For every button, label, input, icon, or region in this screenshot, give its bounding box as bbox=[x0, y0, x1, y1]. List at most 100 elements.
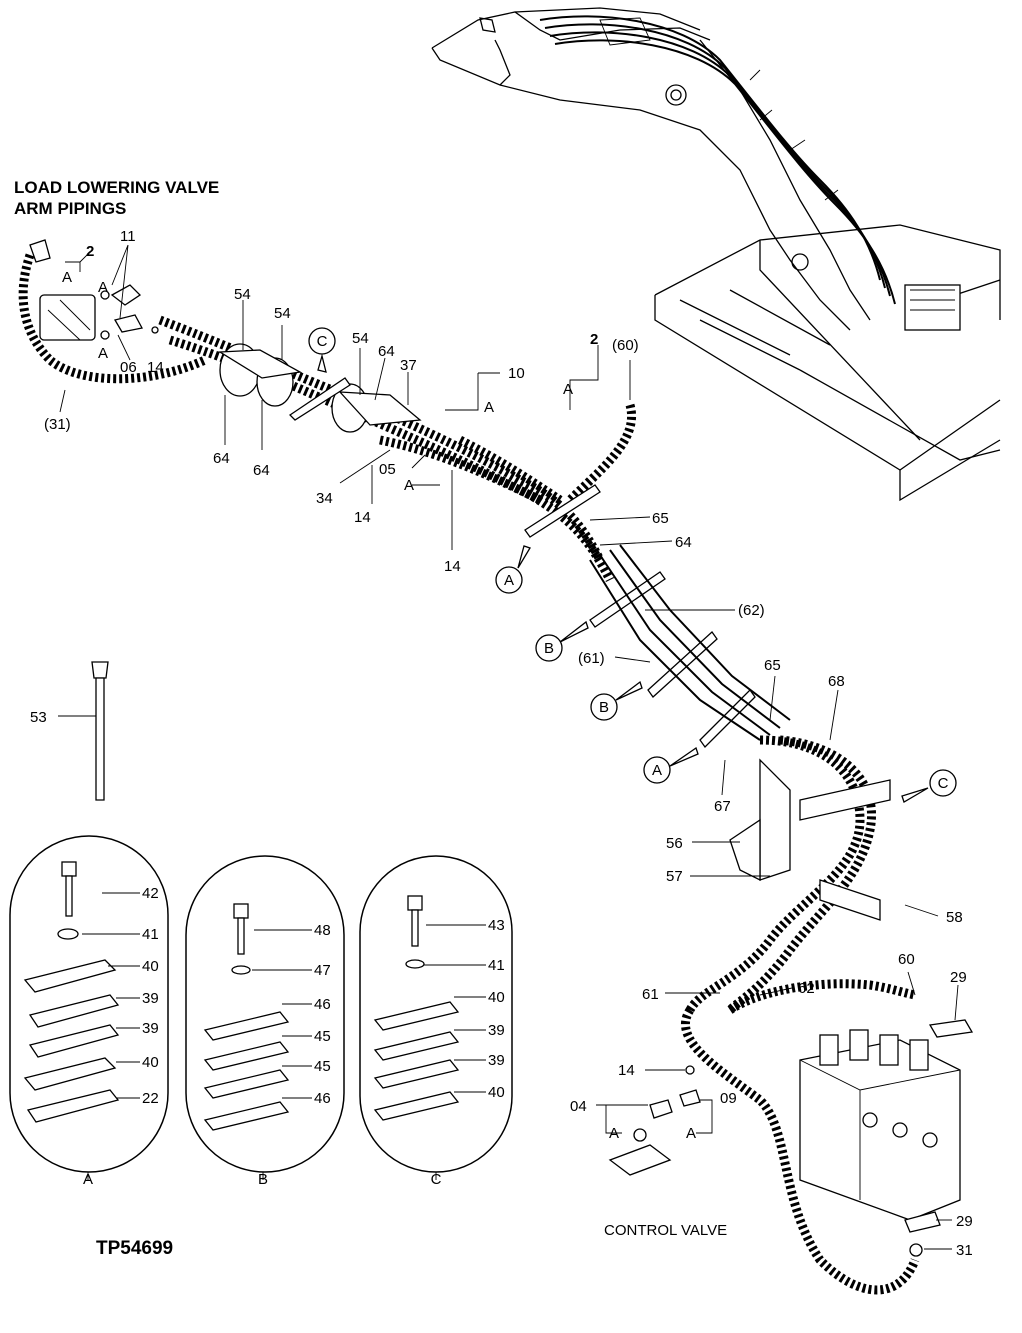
set-C-part: 43 bbox=[488, 917, 505, 934]
set-A-part: 39 bbox=[142, 1020, 159, 1037]
circle-ref-label: C bbox=[317, 333, 328, 350]
circle-ref-B-lower: B bbox=[590, 693, 618, 721]
circle-ref-label: B bbox=[544, 640, 554, 657]
control-valve-label: CONTROL VALVE bbox=[604, 1222, 727, 1239]
set-A-part: 40 bbox=[142, 1054, 159, 1071]
callouts: 2 11 A A A 06 14 (31) 54 54 54 64 37 64 … bbox=[30, 228, 973, 1259]
circle-ref-label: C bbox=[938, 775, 949, 792]
set-B-part: 45 bbox=[314, 1028, 331, 1045]
callout-60-paren: (60) bbox=[612, 337, 639, 354]
leader-lines bbox=[58, 244, 959, 1250]
set-A-name: A bbox=[83, 1171, 93, 1188]
set-A-part: 39 bbox=[142, 990, 159, 1007]
callout-68: 68 bbox=[828, 673, 845, 690]
callout-65-low: 65 bbox=[764, 657, 781, 674]
set-B-part: 47 bbox=[314, 962, 331, 979]
set-B-part: 46 bbox=[314, 996, 331, 1013]
callout-2-left: 2 bbox=[86, 243, 94, 260]
callout-10: 10 bbox=[508, 365, 525, 382]
callout-14-bottom: 14 bbox=[618, 1062, 635, 1079]
clamp-set-B-labels: 48 47 46 45 45 46 B bbox=[258, 922, 331, 1188]
clamp-set-A-labels: 42 41 40 39 39 40 22 A bbox=[83, 885, 159, 1188]
callout-A-lower: A bbox=[98, 345, 108, 362]
callout-64-a: 64 bbox=[213, 450, 230, 467]
diagram-title: LOAD LOWERING VALVE ARM PIPINGS bbox=[14, 177, 219, 220]
callout-04: 04 bbox=[570, 1098, 587, 1115]
cable-tie-53 bbox=[91, 661, 109, 801]
load-lowering-valve-group bbox=[18, 239, 207, 384]
callout-53: 53 bbox=[30, 709, 47, 726]
callout-11: 11 bbox=[120, 228, 136, 245]
callout-56: 56 bbox=[666, 835, 683, 852]
clamp-set-A-drawing bbox=[9, 835, 169, 1173]
callout-61: 61 bbox=[642, 986, 659, 1003]
circle-ref-label: A bbox=[652, 762, 662, 779]
set-A-part: 22 bbox=[142, 1090, 159, 1107]
callout-2-right: 2 bbox=[590, 331, 598, 348]
callout-A-2: A bbox=[563, 381, 573, 398]
callout-54-a: 54 bbox=[234, 286, 251, 303]
callout-64-right: 64 bbox=[675, 534, 692, 551]
callout-09: 09 bbox=[720, 1090, 737, 1107]
title-line-2: ARM PIPINGS bbox=[14, 199, 127, 219]
callout-14-left: 14 bbox=[147, 359, 164, 376]
circle-ref-label: A bbox=[504, 572, 514, 589]
callout-60: 60 bbox=[898, 951, 915, 968]
fittings-04-09 bbox=[608, 1065, 701, 1176]
callout-A-mid: A bbox=[98, 279, 108, 296]
circle-ref-label: B bbox=[599, 699, 609, 716]
callout-65-top: 65 bbox=[652, 510, 669, 527]
callout-14-low: 14 bbox=[444, 558, 461, 575]
callout-06: 06 bbox=[120, 359, 137, 376]
callout-34: 34 bbox=[316, 490, 333, 507]
set-C-part: 41 bbox=[488, 957, 505, 974]
callout-57: 57 bbox=[666, 868, 683, 885]
callout-31-paren: (31) bbox=[44, 416, 71, 433]
circle-ref-B-upper: B bbox=[535, 634, 563, 662]
callout-29-bottom: 29 bbox=[956, 1213, 973, 1230]
circle-ref-C-top: C bbox=[308, 327, 336, 355]
callout-29-top: 29 bbox=[950, 969, 967, 986]
callout-31: 31 bbox=[956, 1242, 973, 1259]
set-C-part: 39 bbox=[488, 1022, 505, 1039]
callout-64-b: 64 bbox=[253, 462, 270, 479]
circle-ref-A-upper: A bbox=[495, 566, 523, 594]
clamp-set-C-labels: 43 41 40 39 39 40 C bbox=[431, 917, 505, 1188]
set-A-part: 40 bbox=[142, 958, 159, 975]
callout-64-top: 64 bbox=[378, 343, 395, 360]
callout-A-09: A bbox=[686, 1125, 696, 1142]
set-A-part: 41 bbox=[142, 926, 159, 943]
set-C-part: 40 bbox=[488, 989, 505, 1006]
circle-ref-C-right: C bbox=[929, 769, 957, 797]
callout-62: 62 bbox=[798, 980, 815, 997]
circle-ref-A-lower: A bbox=[643, 756, 671, 784]
control-valve bbox=[799, 1019, 974, 1257]
callout-37: 37 bbox=[400, 357, 417, 374]
set-B-part: 45 bbox=[314, 1058, 331, 1075]
set-C-part: 40 bbox=[488, 1084, 505, 1101]
clamp-set-C-drawing bbox=[359, 855, 513, 1173]
reference-code: TP54699 bbox=[96, 1238, 174, 1259]
callout-62-paren: (62) bbox=[738, 602, 765, 619]
clamp-set-B-drawing bbox=[185, 855, 345, 1173]
title-line-1: LOAD LOWERING VALVE bbox=[14, 178, 220, 197]
callout-A-04: A bbox=[609, 1125, 619, 1142]
callout-05: 05 bbox=[379, 461, 396, 478]
set-B-part: 46 bbox=[314, 1090, 331, 1107]
set-C-part: 39 bbox=[488, 1052, 505, 1069]
main-hose-bundle bbox=[158, 315, 920, 1295]
callout-67: 67 bbox=[714, 798, 731, 815]
boom-assembly bbox=[431, 7, 1001, 502]
callout-54-c: 54 bbox=[352, 330, 369, 347]
callout-A-left: A bbox=[62, 269, 72, 286]
set-A-part: 42 bbox=[142, 885, 159, 902]
callout-A-05: A bbox=[404, 477, 414, 494]
callout-A-10: A bbox=[484, 399, 494, 416]
set-C-name: C bbox=[431, 1171, 442, 1188]
set-B-name: B bbox=[258, 1171, 268, 1188]
callout-14-mid: 14 bbox=[354, 509, 371, 526]
callout-61-paren: (61) bbox=[578, 650, 605, 667]
reference-arrows bbox=[317, 353, 929, 803]
